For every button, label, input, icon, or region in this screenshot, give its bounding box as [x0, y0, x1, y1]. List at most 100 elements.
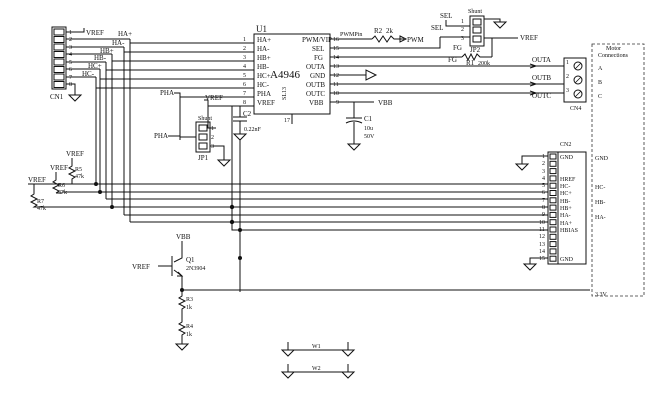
r4-value: 1k — [186, 332, 192, 338]
ground-triangle-icon — [365, 69, 378, 81]
u1-pin-label: HC+ — [257, 72, 271, 80]
ground-icon — [280, 349, 296, 357]
u1-pin-num: 12 — [333, 73, 339, 79]
cn2-num: 10 — [539, 220, 545, 226]
jp2-title: Shunt — [468, 9, 482, 15]
ground-icon — [514, 163, 530, 171]
vbb-label: VBB — [378, 99, 393, 107]
r2-resistor: R2 2k — [371, 27, 404, 43]
cn1-pin-2 — [53, 36, 65, 43]
cn2-num: 1 — [542, 154, 545, 160]
jp1-ref: JP1 — [198, 154, 209, 162]
ground-icon — [340, 371, 356, 379]
right-hc-label: HC- — [595, 185, 605, 191]
ground-icon — [346, 143, 362, 151]
q1-vref-label: VREF — [132, 263, 150, 271]
u1-package: SL13 — [282, 87, 288, 100]
u1-pin-num: 14 — [333, 55, 339, 61]
u1-pin-label: GND — [310, 72, 325, 80]
label-ha-neg: HA- — [112, 39, 125, 47]
cn2-title: CN2 — [560, 142, 571, 148]
c1-value: 10u — [364, 126, 373, 132]
u1-pin-num: 6 — [243, 82, 246, 88]
cn2-num: 8 — [542, 205, 545, 211]
u1-pin-num: 13 — [333, 64, 339, 70]
right-gnd-label: GND — [595, 156, 609, 162]
ground-icon — [67, 94, 83, 102]
cn1-pin-7 — [53, 73, 65, 81]
u1-pin-label: HB- — [257, 63, 270, 71]
jp1-pin: 3 — [211, 144, 214, 150]
cn2-num: 2 — [542, 161, 545, 167]
pwm-label: PWM — [407, 36, 425, 44]
jp2-pin: 1 — [461, 19, 464, 25]
cn4-pin: 2 — [566, 74, 569, 80]
r5-value: 47k — [75, 174, 84, 180]
c1-capacitor: C1 10u 50V — [345, 102, 375, 151]
cn2-label: HC+ — [560, 191, 572, 197]
r3-value: 1k — [186, 305, 192, 311]
u1-pin-label: PWM/VIP — [302, 36, 332, 44]
cn2-num: 7 — [542, 198, 545, 204]
jp1-pin: 2 — [211, 135, 214, 141]
pwm-pin-label: PWMPin — [340, 32, 362, 38]
ground-icon — [280, 371, 296, 379]
cn1-connector: 1 2 3 4 5 6 7 8 CN1 — [50, 26, 130, 102]
r5-ref: R5 — [75, 167, 82, 173]
cn2-label: HB+ — [560, 206, 572, 212]
net-arrow-icon — [399, 35, 408, 43]
right-ha-label: HA- — [595, 215, 606, 221]
cn2-connector: CN2 GND HREF HC- HC+ HB- HB+ HA- HA+ HB — [539, 142, 587, 265]
cn1-pin-4 — [53, 51, 65, 58]
cn2-label: GND — [560, 155, 574, 161]
c2-ref: C2 — [243, 110, 252, 118]
u1-pin-label: FG — [314, 54, 323, 62]
cn2-num: 3 — [542, 169, 545, 175]
w2-wire: W2 — [280, 364, 356, 379]
ground-icon — [522, 263, 538, 271]
u1-pin-num: 3 — [243, 55, 246, 61]
cn2-num: 12 — [539, 234, 545, 240]
cn1-num: 4 — [69, 52, 72, 58]
cn1-num: 2 — [69, 37, 72, 43]
jp1-jumper: Shunt 1 2 3 JP1 — [195, 116, 214, 162]
r2-value: 2k — [386, 27, 394, 35]
r6-vref-label: VREF — [50, 164, 68, 172]
r5-vref-label: VREF — [66, 150, 84, 158]
jp2-pin: 3 — [461, 36, 464, 42]
out-a-label: OUTA — [532, 56, 551, 64]
r1-ref: R1 — [466, 59, 475, 67]
u1-pin-num: 11 — [333, 82, 339, 88]
u1-pin-label: PHA — [257, 90, 271, 98]
r3-ref: R3 — [186, 297, 193, 303]
cn1-pin-6 — [53, 66, 65, 73]
label-ha-pos: HA+ — [118, 30, 132, 38]
u1-pin-num: 4 — [243, 64, 246, 70]
cn2-pins — [549, 153, 557, 262]
cn2-num: 5 — [542, 183, 545, 189]
cn1-pin-5 — [53, 58, 65, 66]
r1-value: 200k — [478, 61, 490, 67]
w2-label: W2 — [312, 366, 321, 372]
cn4-pin: 1 — [566, 60, 569, 66]
jp1-title: Shunt — [198, 116, 212, 122]
ground-icon — [340, 349, 356, 357]
cn1-vref-label: VREF — [86, 29, 104, 37]
c2-value: 0.22nF — [244, 127, 262, 133]
cn1-num: 8 — [69, 82, 72, 88]
cn2-label: HA+ — [560, 221, 573, 227]
r7-ref: R7 — [37, 199, 44, 205]
motor-title-1: Motor — [606, 46, 621, 52]
cn1-num: 1 — [69, 30, 72, 36]
r2-ref: R2 — [374, 27, 383, 35]
c1-ref: C1 — [364, 115, 373, 123]
u1-pin-label: VBB — [309, 99, 324, 107]
cn1-pin-8 — [53, 81, 65, 88]
u1-pin-num: 2 — [243, 46, 246, 52]
jp2-jumper: Shunt 1 2 3 JP2 — [461, 9, 485, 54]
cn2-label: GND — [560, 257, 574, 263]
cn1-num: 7 — [69, 75, 72, 81]
u1-pin-label: HC- — [257, 81, 270, 89]
u1-pin-num: 15 — [333, 46, 339, 52]
